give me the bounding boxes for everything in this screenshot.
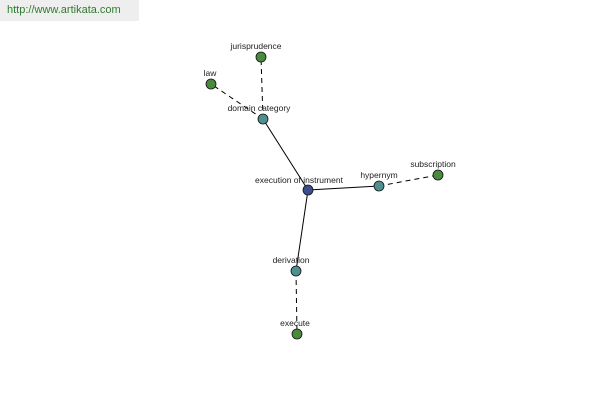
- node-label-derivation[interactable]: derivation: [273, 255, 310, 265]
- node-circle-subscription[interactable]: [432, 169, 444, 181]
- node-label-hypernym[interactable]: hypernym: [360, 170, 397, 180]
- node-hypernym[interactable]: hypernym: [360, 170, 398, 192]
- node-label-execution-of-instrument[interactable]: execution of instrument: [255, 175, 344, 185]
- node-circle-jurisprudence[interactable]: [255, 51, 267, 63]
- node-label-jurisprudence[interactable]: jurisprudence: [229, 41, 281, 51]
- edge-execution-of-instrument-to-hypernym: [307, 185, 380, 191]
- edge-derivation-to-execute: [295, 270, 298, 335]
- node-domain-category[interactable]: domain category: [228, 103, 292, 125]
- node-execution-of-instrument[interactable]: execution of instrument: [255, 175, 344, 196]
- node-circle-domain-category[interactable]: [257, 113, 269, 125]
- node-subscription[interactable]: subscription: [410, 159, 456, 181]
- node-label-law[interactable]: law: [204, 68, 218, 78]
- node-circle-derivation[interactable]: [290, 265, 302, 277]
- edge-execution-of-instrument-to-domain-category: [262, 118, 309, 191]
- nodes-layer: execution of instrument domain category hy…: [204, 41, 456, 340]
- node-law[interactable]: law: [204, 68, 218, 90]
- node-label-subscription[interactable]: subscription: [410, 159, 456, 169]
- edge-domain-category-to-jurisprudence: [260, 56, 264, 120]
- edge-hypernym-to-subscription: [378, 174, 439, 187]
- node-label-execute[interactable]: execute: [280, 318, 310, 328]
- node-derivation[interactable]: derivation: [273, 255, 310, 277]
- node-circle-law[interactable]: [205, 78, 217, 90]
- node-circle-execution-of-instrument[interactable]: [302, 184, 314, 196]
- node-circle-execute[interactable]: [291, 328, 303, 340]
- node-execute[interactable]: execute: [280, 318, 310, 340]
- node-circle-hypernym[interactable]: [373, 180, 385, 192]
- edges-layer: [210, 56, 439, 335]
- node-jurisprudence[interactable]: jurisprudence: [229, 41, 282, 63]
- edge-domain-category-to-law: [210, 83, 264, 120]
- node-label-domain-category[interactable]: domain category: [228, 103, 292, 113]
- site-url-watermark[interactable]: http://www.artikata.com: [0, 0, 139, 21]
- edge-execution-of-instrument-to-derivation: [295, 189, 309, 272]
